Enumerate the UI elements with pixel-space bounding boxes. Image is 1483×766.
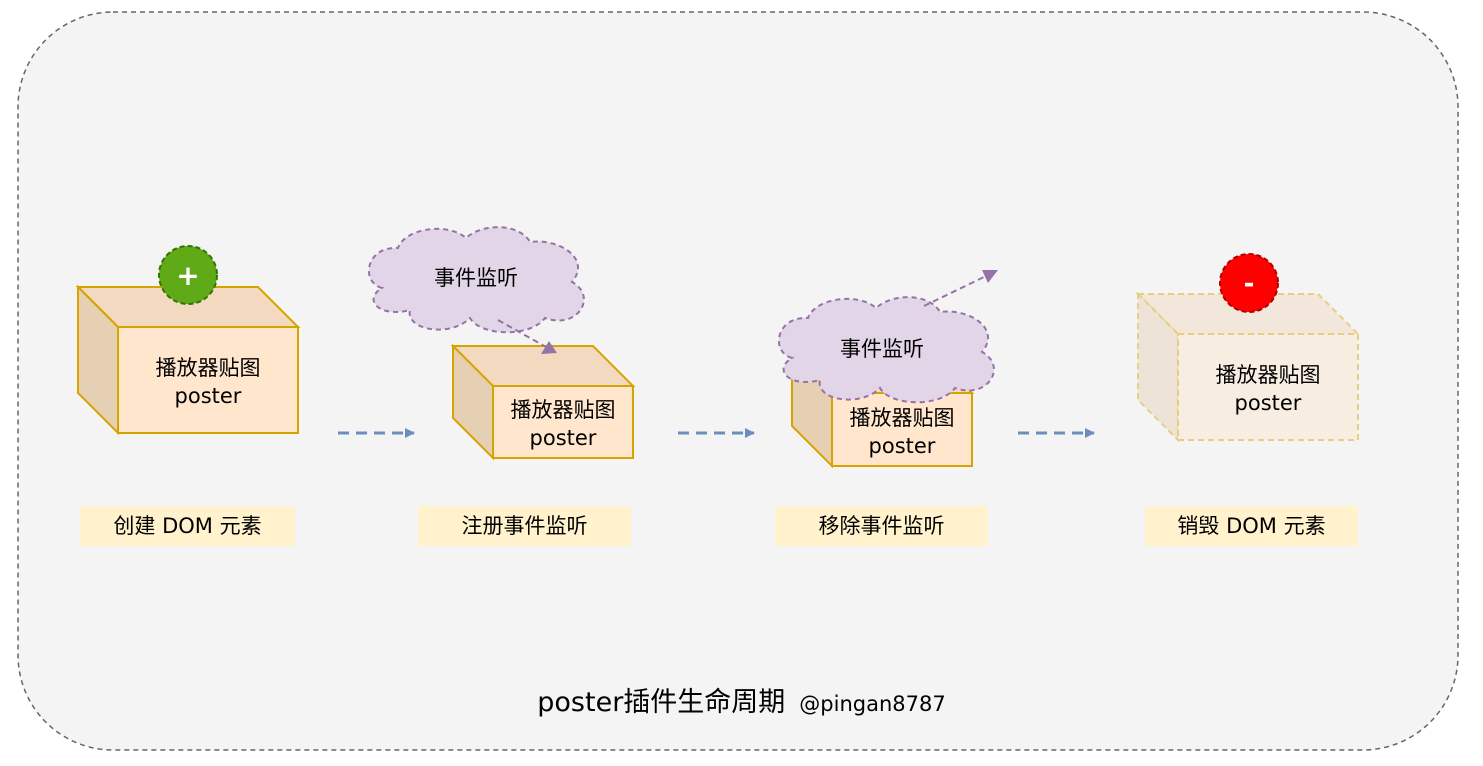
cloud-label: 事件监听 xyxy=(434,266,518,290)
poster-box-create: 播放器贴图 poster xyxy=(78,287,298,433)
minus-icon: - xyxy=(1244,269,1255,299)
cloud-label: 事件监听 xyxy=(840,337,924,361)
poster-box-title: 播放器贴图 xyxy=(511,398,616,422)
poster-box-title: 播放器贴图 xyxy=(156,356,261,380)
step-label-create: 创建 DOM 元素 xyxy=(80,506,295,546)
poster-box-subtitle: poster xyxy=(869,434,936,458)
step-label-remove: 移除事件监听 xyxy=(775,506,988,546)
poster-box-subtitle: poster xyxy=(1235,391,1302,415)
poster-box-subtitle: poster xyxy=(175,384,242,408)
poster-box-subtitle: poster xyxy=(530,426,597,450)
step-label-register: 注册事件监听 xyxy=(418,506,631,546)
poster-box-register: 播放器贴图 poster xyxy=(453,346,633,458)
poster-box-title: 播放器贴图 xyxy=(850,406,955,430)
poster-box-title: 播放器贴图 xyxy=(1216,363,1321,387)
diagram-footer: poster插件生命周期 @pingan8787 xyxy=(0,680,1483,719)
add-badge: + xyxy=(159,246,217,304)
step-label-destroy: 销毁 DOM 元素 xyxy=(1145,506,1358,546)
diagram-title: poster插件生命周期 xyxy=(537,687,785,718)
author-credit: @pingan8787 xyxy=(799,692,945,716)
plus-icon: + xyxy=(176,259,199,292)
remove-badge: - xyxy=(1220,254,1278,312)
